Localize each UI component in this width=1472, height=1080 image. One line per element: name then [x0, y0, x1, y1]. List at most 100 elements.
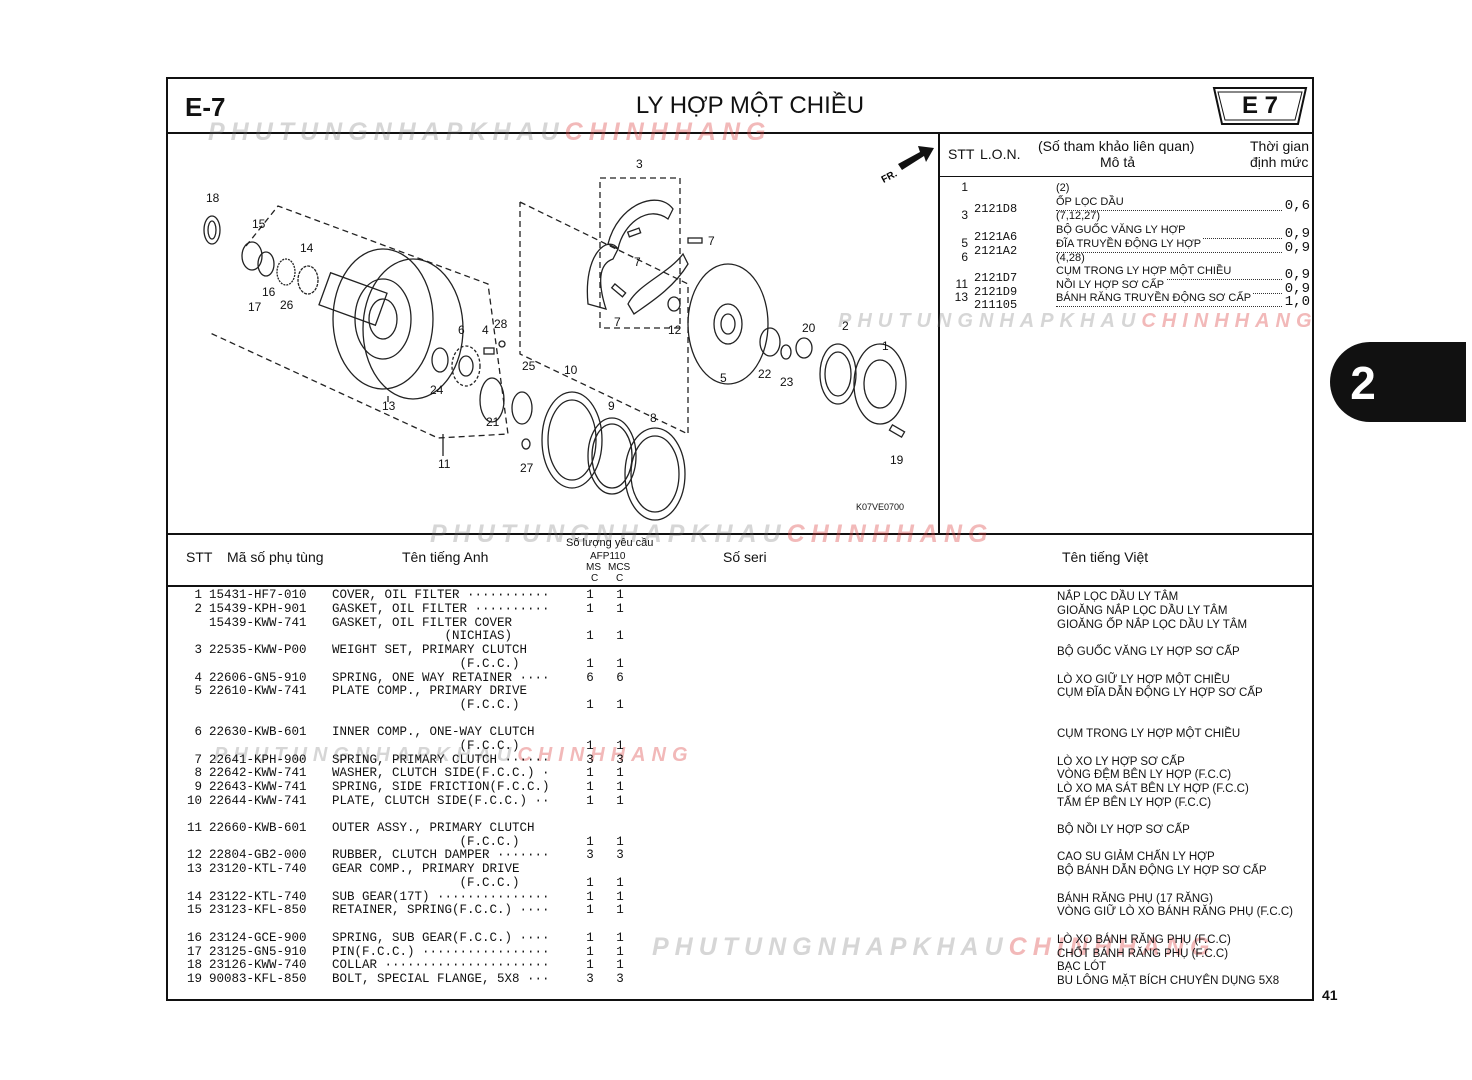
part-number: 22660-KWB-601	[209, 821, 307, 835]
part-qty-mcs: 1	[616, 657, 624, 671]
callout-8: 8	[650, 411, 657, 425]
part-qty-mcs: 1	[616, 903, 624, 917]
ref-row-stt: 11	[955, 277, 968, 291]
part-qty-ms: 1	[586, 657, 594, 671]
part-stt: 2	[194, 602, 202, 616]
part-qty-mcs: 1	[616, 780, 624, 794]
part-name-en: SUB GEAR(17T) ···············	[332, 890, 550, 904]
col-head-c1: C	[591, 573, 599, 584]
part-name-en: (F.C.C.)	[332, 698, 520, 712]
part-name-en: GASKET, OIL FILTER ··········	[332, 602, 550, 616]
part-stt	[184, 739, 202, 753]
part-number: 15431-HF7-010	[209, 588, 307, 602]
col-head-name-en: Tên tiếng Anh	[402, 549, 489, 565]
part-qty-ms	[584, 862, 596, 876]
part-name-vi: CỤM TRONG LY HỢP MỘT CHIỀU	[1057, 728, 1241, 740]
part-number: 23126-KWW-740	[209, 958, 307, 972]
part-qty-ms: 1	[586, 602, 594, 616]
part-number: 22535-KWW-P00	[209, 643, 307, 657]
part-qty-ms	[584, 684, 596, 698]
part-name-en: WEIGHT SET, PRIMARY CLUTCH	[332, 643, 528, 657]
part-name-en: PLATE, CLUTCH SIDE(F.C.C.) ··	[332, 794, 550, 808]
part-stt	[184, 616, 202, 630]
ref-header-desc-2: Mô tả	[1100, 154, 1136, 170]
ref-header-divider	[940, 176, 1314, 177]
ref-row-stt: 1	[961, 180, 968, 194]
part-number: 15439-KWW-741	[209, 616, 307, 630]
part-stt: 3	[194, 643, 202, 657]
chapter-side-tab: 2	[1330, 342, 1466, 422]
part-qty-mcs: 1	[616, 602, 624, 616]
part-qty-mcs: 6	[616, 671, 624, 685]
callout-2: 2	[842, 319, 849, 333]
part-number: 22804-GB2-000	[209, 848, 307, 862]
part-name-vi: BỘ NỒI LY HỢP SƠ CẤP	[1057, 824, 1190, 836]
part-name-en: SPRING, SIDE FRICTION(F.C.C.)	[332, 780, 550, 794]
part-qty-mcs	[614, 862, 626, 876]
part-stt: 6	[194, 725, 202, 739]
part-qty-ms: 1	[586, 794, 594, 808]
part-qty-ms: 1	[586, 766, 594, 780]
part-number: 23122-KTL-740	[209, 890, 307, 904]
part-stt: 15	[186, 903, 202, 917]
part-name-vi: LÒ XO LY HỢP SƠ CẤP	[1057, 756, 1185, 768]
ref-row-stt: 6	[961, 250, 968, 264]
part-qty-ms: 1	[586, 835, 594, 849]
callout-9: 9	[608, 399, 615, 413]
part-name-en: (F.C.C.)	[332, 739, 520, 753]
callout-18: 18	[206, 191, 220, 205]
watermark-mid: PHUTUNGNHAPKHAUCHINHHANG	[430, 520, 994, 548]
part-number: 22641-KPH-900	[209, 753, 307, 767]
part-number: 90083-KFL-850	[209, 972, 307, 986]
watermark-table: PHUTUNGNHAPKHAUCHINHHANG	[214, 744, 694, 766]
callout-19: 19	[890, 453, 904, 467]
part-qty-ms: 1	[586, 780, 594, 794]
collar-part	[203, 215, 221, 245]
part-name-vi: VÒNG ĐỆM BÊN LY HỢP (F.C.C)	[1057, 769, 1232, 781]
tab-badge-outline	[1212, 87, 1308, 125]
part-qty-ms: 6	[586, 671, 594, 685]
part-name-vi: GIOĂNG NẮP LỌC DẦU LY TÂM	[1057, 605, 1228, 617]
callout-11: 11	[438, 457, 451, 471]
part-stt	[184, 698, 202, 712]
section-code: E-7	[185, 92, 226, 122]
part-name-vi: BÁNH RĂNG PHỤ (17 RĂNG)	[1057, 893, 1213, 905]
part-qty-mcs: 1	[616, 931, 624, 945]
part-name-vi: LÒ XO GIỮ LY HỢP MỘT CHIỀU	[1057, 674, 1230, 686]
part-qty-mcs: 1	[616, 698, 624, 712]
page-title: LY HỢP MỘT CHIỀU	[635, 92, 865, 119]
part-qty-ms	[584, 616, 596, 630]
part-number: 22606-GN5-910	[209, 671, 307, 685]
part-qty-mcs: 1	[616, 588, 624, 602]
callout-28: 28	[494, 317, 508, 331]
part-name-vi: TẤM ÉP BÊN LY HỢP (F.C.C)	[1057, 797, 1212, 809]
ref-row-lon: 2121D8	[974, 202, 1018, 216]
part-stt: 5	[194, 684, 202, 698]
watermark-top: PHUTUNGNHAPKHAUCHINHHANG	[208, 118, 772, 146]
ref-header-desc-1: (Số tham khảo liên quan)	[1038, 138, 1195, 154]
part-name-en: BOLT, SPECIAL FLANGE, 5X8 ···	[332, 972, 550, 986]
ref-row-lon: 2121A2	[974, 244, 1018, 258]
front-direction-arrow: FR.	[880, 146, 934, 186]
ref-row-desc: (2)	[1056, 182, 1070, 194]
part-name-vi: LÒ XO BÁNH RĂNG PHỤ (F.C.C)	[1057, 934, 1231, 946]
diagram-code: K07VE0700	[856, 502, 904, 512]
part-stt: 7	[194, 753, 202, 767]
part-stt: 13	[186, 862, 202, 876]
part-name-en: (F.C.C.)	[332, 657, 520, 671]
ref-row-stt: 3	[961, 208, 968, 222]
part-name-en: WASHER, CLUTCH SIDE(F.C.C.) ·	[332, 766, 550, 780]
part-number: 22610-KWW-741	[209, 684, 307, 698]
callout-7a: 7	[708, 234, 715, 248]
callout-12: 12	[668, 323, 682, 337]
callout-23: 23	[780, 375, 794, 389]
callout-15: 15	[252, 217, 266, 231]
part-qty-mcs: 3	[616, 972, 624, 986]
part-qty-mcs: 1	[616, 835, 624, 849]
col-head-stt: STT	[186, 549, 213, 565]
part-stt: 17	[186, 945, 202, 959]
chapter-number: 2	[1350, 357, 1376, 409]
weight-assembly-outline	[519, 201, 689, 436]
part-name-en: INNER COMP., ONE-WAY CLUTCH	[332, 725, 535, 739]
callout-6: 6	[458, 323, 465, 337]
